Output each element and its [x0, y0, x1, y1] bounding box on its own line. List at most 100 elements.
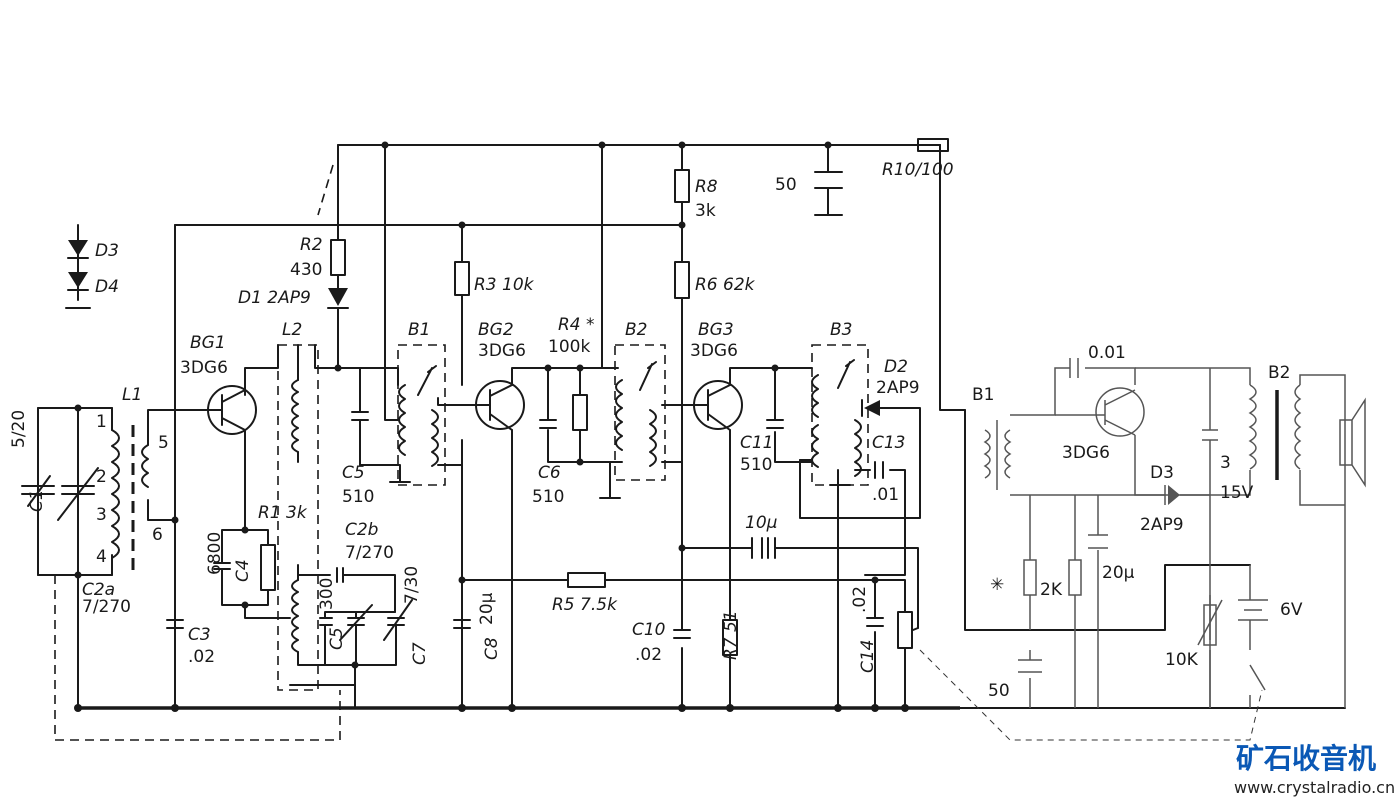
transformer-b2: [599, 344, 666, 499]
label-r1: R1 3k: [258, 503, 308, 523]
capacitor-c2b: [297, 567, 396, 613]
label-b3: B3: [830, 320, 852, 340]
capacitor-c13: [874, 461, 884, 479]
label-c5-value: 510: [342, 487, 374, 507]
label-tap-1: 1: [96, 412, 107, 432]
junctions: [74, 141, 909, 712]
label-cap-10u: 10μ: [745, 513, 778, 533]
label-d2-type: 2AP9: [876, 378, 920, 398]
watermark: 矿石收音机 www.crystalradio.cn: [1234, 742, 1395, 797]
inductor-l2: [277, 344, 356, 691]
capacitor-50-top: [814, 171, 843, 189]
label-b2: B2: [625, 320, 647, 340]
label-amp-d3: D3: [1150, 463, 1174, 483]
label-amp-b1: B1: [972, 385, 994, 405]
resistor-r6: [674, 261, 690, 299]
label-cs-value: 300: [317, 578, 337, 610]
label-amp-6v: 6V: [1280, 600, 1303, 620]
resistor-r4: [572, 394, 588, 431]
capacitor-10u: [751, 537, 776, 559]
label-r3: R3 10k: [474, 275, 535, 295]
label-tap-6: 6: [152, 525, 163, 545]
label-c6-value: 510: [532, 487, 564, 507]
label-bg2-type: 3DG6: [478, 341, 526, 361]
capacitor-c3: [166, 619, 184, 709]
label-amp-10k: 10K: [1165, 650, 1199, 670]
resistor-r8: [674, 169, 690, 203]
capacitor-cs: [319, 599, 413, 666]
label-c2a: C2a: [82, 580, 115, 600]
label-r4: R4 *: [558, 315, 595, 335]
label-bg1: BG1: [190, 333, 226, 353]
capacitor-c2a: [57, 467, 99, 521]
inductor-l1: [111, 425, 149, 570]
label-c13-value: .01: [872, 485, 899, 505]
label-tap-4: 4: [96, 547, 107, 567]
label-bg2: BG2: [478, 320, 514, 340]
label-bg3-type: 3DG6: [690, 341, 738, 361]
amplifier-labels: B1 B2 0.01 3DG6 D3 2AP9 3 15V 2K 20μ ✳ 5…: [972, 343, 1303, 701]
label-tap-2: 2: [96, 467, 107, 487]
wiring: [37, 144, 1346, 710]
capacitor-c14: [866, 617, 884, 627]
label-cs: C5: [327, 627, 347, 650]
capacitor-c4: [213, 544, 231, 586]
label-tap-5: 5: [158, 433, 169, 453]
label-amp-b2: B2: [1268, 363, 1290, 383]
label-c10-value: .02: [635, 645, 662, 665]
label-tap-3: 3: [96, 505, 107, 525]
label-l1: L1: [122, 385, 142, 405]
resistor-r7: [722, 619, 738, 656]
label-bg1-type: 3DG6: [180, 358, 228, 378]
label-c2a-value: 7/270: [82, 597, 131, 617]
transistor-bg1: [207, 385, 257, 435]
label-amp-c3-voltage: 15V: [1220, 483, 1254, 503]
label-c10: C10: [632, 620, 666, 640]
label-amp-star: ✳: [990, 575, 1004, 595]
gang-link: [54, 164, 341, 741]
diode-d1: [327, 288, 349, 309]
label-r2-value: 430: [290, 260, 322, 280]
label-b1: B1: [408, 320, 430, 340]
capacitor-c1: [21, 407, 55, 576]
resistor-r1: [260, 544, 276, 591]
label-d4: D4: [95, 277, 119, 297]
component-labels: C1 5/20 C2a 7/270 L1 1 2 3 4 5 6 D3 D4 R…: [9, 160, 954, 673]
label-c7-value: 7/30: [402, 566, 422, 604]
label-l2: L2: [282, 320, 302, 340]
label-d3: D3: [95, 241, 119, 261]
transformer-b1: [389, 344, 446, 486]
label-r4-value: 100k: [548, 337, 590, 357]
label-c1: C1: [27, 489, 47, 512]
capacitor-c8: [453, 619, 471, 629]
label-c8: C8: [482, 637, 502, 660]
label-amp-c3: 3: [1220, 453, 1231, 473]
capacitor-c10: [673, 629, 691, 639]
resistor-r3: [454, 261, 470, 296]
label-amp-c50: 50: [988, 681, 1010, 701]
label-r8-value: 3k: [695, 201, 716, 221]
watermark-url: www.crystalradio.cn: [1234, 778, 1395, 797]
label-c6: C6: [538, 463, 561, 483]
label-amp-d3-type: 2AP9: [1140, 515, 1184, 535]
label-d2: D2: [884, 357, 908, 377]
diode-d2: [861, 399, 880, 417]
label-c7: C7: [410, 642, 430, 665]
label-r8: R8: [695, 177, 718, 197]
audio-amplifier: [919, 358, 1366, 741]
label-c3: C3: [188, 625, 211, 645]
label-c2b: C2b: [345, 520, 378, 540]
label-c2b-value: 7/270: [345, 543, 394, 563]
label-d1: D1 2AP9: [238, 288, 311, 308]
label-c13: C13: [872, 433, 906, 453]
label-c4: C4: [233, 559, 253, 582]
diode-d3-d4: [65, 229, 91, 309]
transistor-bg3: [681, 380, 743, 431]
label-c3-value: .02: [188, 647, 215, 667]
capacitor-c11: [766, 419, 784, 429]
label-amp-transistor: 3DG6: [1062, 443, 1110, 463]
label-r2: R2: [300, 235, 323, 255]
label-r6: R6 62k: [695, 275, 756, 295]
label-bg3: BG3: [698, 320, 734, 340]
capacitor-c5: [351, 411, 369, 431]
